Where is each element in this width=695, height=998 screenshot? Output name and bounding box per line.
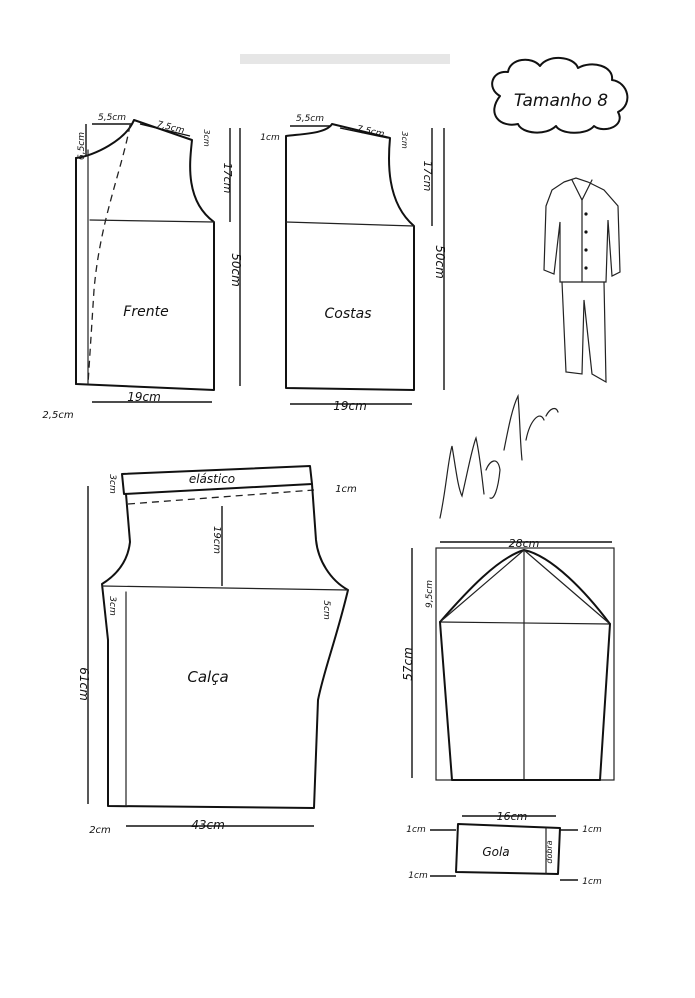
pajama-figure-icon: [543, 177, 621, 384]
back-armhole: 17cm: [421, 161, 434, 192]
collar-fold: dobra: [545, 840, 554, 863]
collar-label: Gola: [482, 845, 509, 859]
elastic-label: elástico: [189, 472, 235, 486]
back-piece: Costas 1cm 5,5cm 7,5cm 3cm 17cm 50cm 19c…: [260, 114, 447, 413]
collar-left-top: 1cm: [406, 825, 426, 835]
size-tag: Tamanho 8: [491, 57, 629, 134]
collar-piece: Gola dobra 16cm 1cm 1cm 1cm 1cm: [406, 810, 602, 887]
back-length: 50cm: [433, 245, 447, 279]
back-neck-height: 1cm: [260, 133, 280, 143]
pants-hem: 2cm: [89, 825, 111, 836]
sleeve-width: 28cm: [509, 537, 540, 550]
front-width: 19cm: [127, 390, 161, 404]
pants-piece: elástico Calça 3cm 1cm 19cm 3cm 5cm 61cm…: [77, 465, 357, 836]
faint-header: [240, 54, 450, 64]
signature-icon: [439, 393, 559, 519]
waist-drop: 1cm: [335, 484, 357, 495]
collar-left-bottom: 1cm: [408, 871, 428, 881]
front-armhole: 17cm: [221, 163, 234, 194]
pants-length: 61cm: [77, 667, 91, 701]
front-label: Frente: [123, 304, 168, 320]
front-piece: Frente 6,5cm 5,5cm 7,5cm 3cm 17cm 50cm 1…: [42, 113, 243, 421]
collar-width: 16cm: [497, 810, 528, 823]
sleeve-length: 57cm: [401, 647, 415, 681]
pants-width: 43cm: [191, 818, 225, 832]
crotch-front: 3cm: [107, 596, 117, 616]
front-shoulder-drop: 3cm: [202, 129, 211, 146]
size-tag-text: Tamanho 8: [514, 91, 608, 111]
collar-right-bottom: 1cm: [582, 877, 602, 887]
back-neck-width: 5,5cm: [296, 114, 324, 124]
sleeve-piece: 28cm 9,5cm 57cm: [401, 537, 615, 781]
front-facing: 2,5cm: [42, 410, 73, 421]
front-neck-height: 6,5cm: [77, 132, 87, 160]
elastic-height: 3cm: [107, 474, 117, 494]
back-shoulder-drop: 3cm: [400, 131, 409, 148]
pants-label: Calça: [187, 668, 228, 686]
sleeve-cap-height: 9,5cm: [425, 580, 435, 608]
collar-right-top: 1cm: [582, 825, 602, 835]
back-width: 19cm: [333, 399, 367, 413]
back-label: Costas: [325, 306, 372, 322]
crotch-back: 5cm: [321, 600, 331, 620]
front-length: 50cm: [229, 253, 243, 287]
rise: 19cm: [211, 526, 222, 554]
front-neck-width: 5,5cm: [98, 113, 126, 123]
